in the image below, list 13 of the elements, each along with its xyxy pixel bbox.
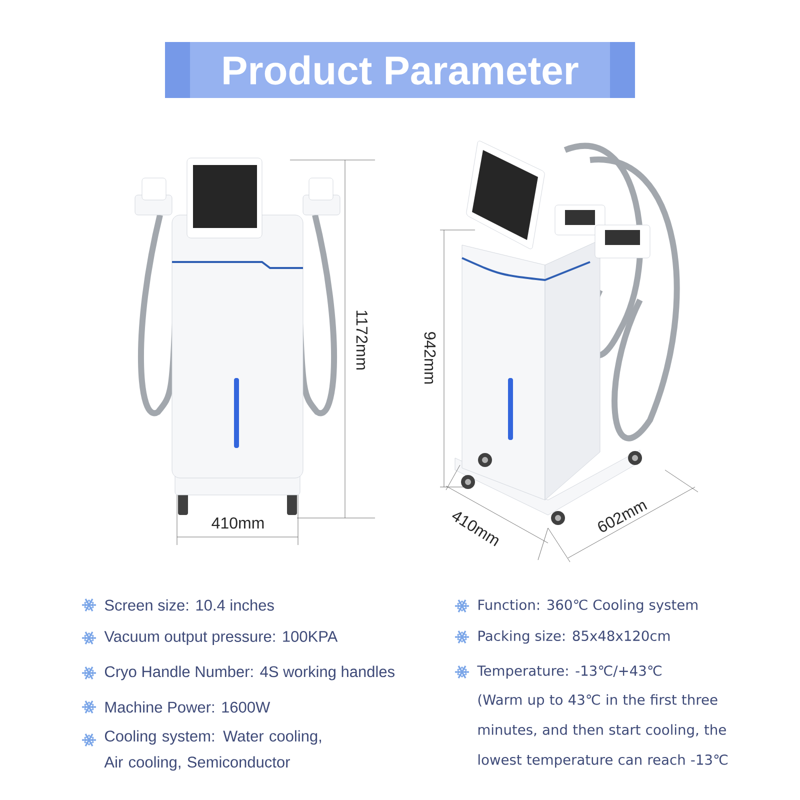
spec-text: Screen size: 10.4 inches bbox=[104, 599, 274, 611]
spec-text: Function: 360℃ Cooling system bbox=[478, 599, 698, 613]
dimension-label: 1172mm bbox=[356, 310, 368, 370]
dimension-label: 942mm bbox=[424, 332, 436, 384]
title-banner: Product Parameter bbox=[165, 42, 635, 98]
spec-text: Cryo Handle Number: 4S working handles bbox=[104, 666, 394, 680]
spec-text: Vacuum output pressure: 100KPA bbox=[104, 631, 338, 646]
spec-text: Temperature: -13℃/+43℃ bbox=[477, 665, 662, 679]
spec-text: (Warm up to 43℃ in the first three minutes, and then start cooling, the lowest temperature can reach -13℃ bbox=[478, 694, 728, 768]
dimension-label: 410mm bbox=[212, 517, 264, 529]
spec-text: Machine Power: 1600W bbox=[105, 701, 270, 713]
spec-text: Cooling system: Water cooling, Air cooling, Semiconductor bbox=[104, 730, 321, 771]
spec-text: Packing size: 85x48x120cm bbox=[478, 630, 670, 644]
